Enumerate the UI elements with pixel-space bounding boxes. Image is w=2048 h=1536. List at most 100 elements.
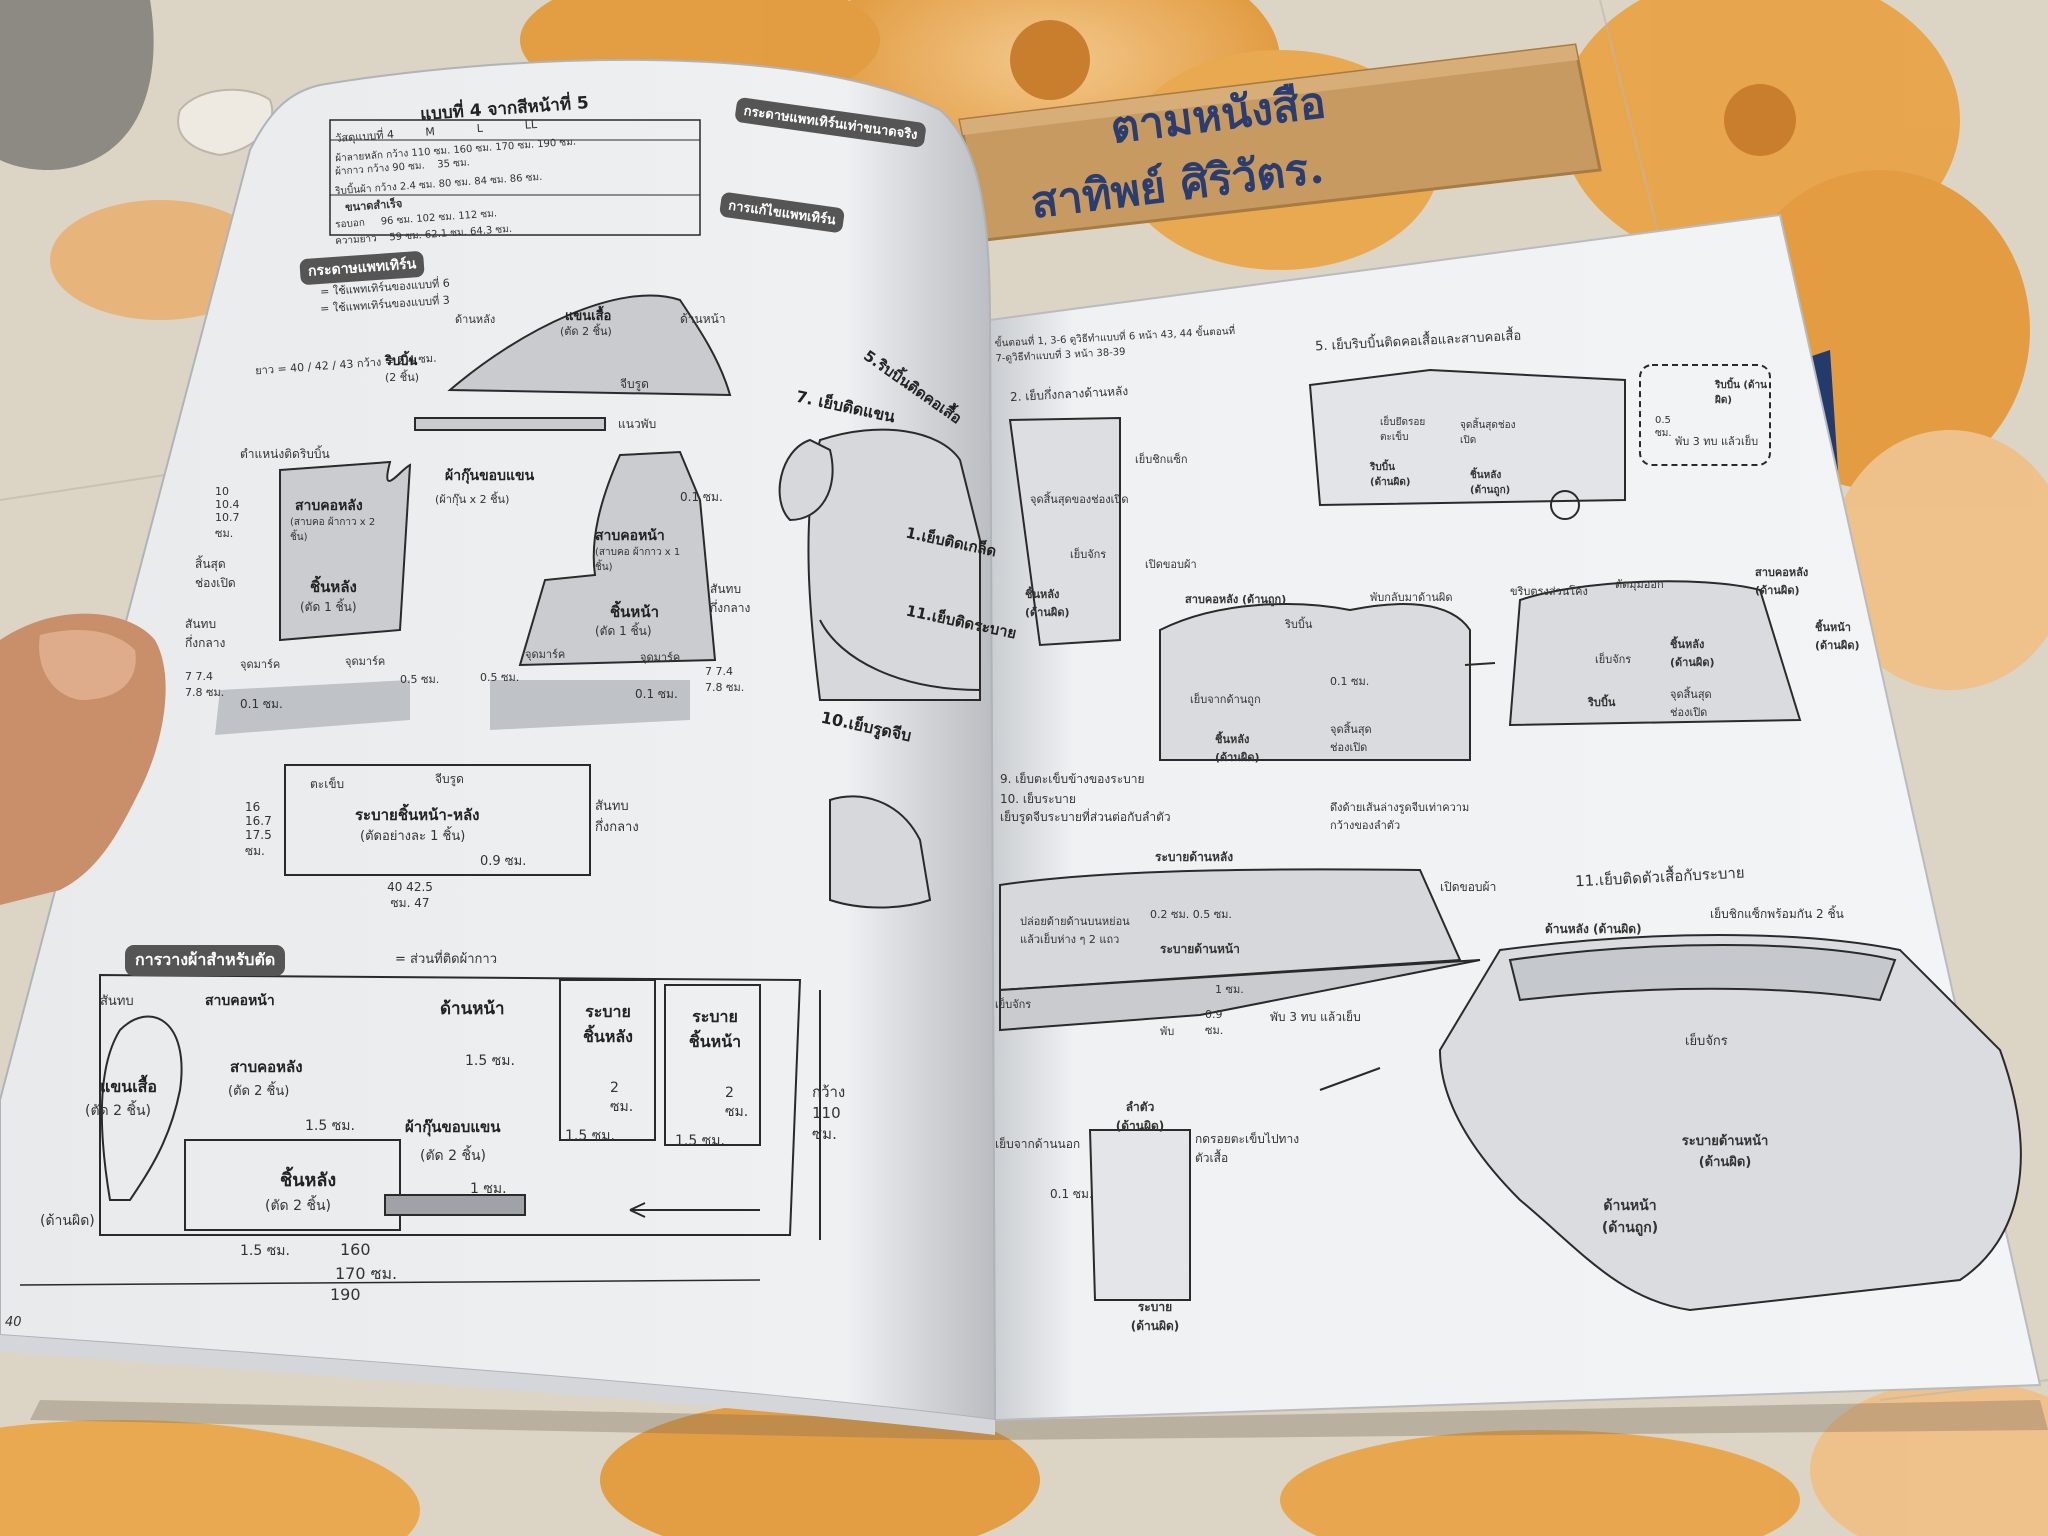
hand: [0, 613, 166, 905]
step-5-back: ชิ้นหลัง (ด้านถูก): [1470, 470, 1511, 496]
ribbon-position-label: ตำแหน่งติดริบบิ้น: [240, 447, 330, 461]
body-ruffle: ระบาย (ด้านผิด): [1130, 1300, 1180, 1333]
front-side-label: ด้านหน้า: [680, 312, 726, 326]
right-page-drawings: [999, 364, 2022, 1312]
ruffle-width: 40 42.5 ซม. 47: [387, 880, 433, 910]
back-dims-left: 10 10.4 10.7 ซม.: [215, 485, 240, 540]
front-neck-note: (สาบคอ ผ้ากาว x 1 ชิ้น): [595, 547, 681, 573]
neck-ribbon: ริบบิ้น: [1285, 618, 1313, 631]
left-page-drawings: [19, 119, 981, 1286]
center-fold-right: สันทบกึ่งกลาง: [710, 582, 751, 615]
ruffle-1cm: 1 ซม.: [1215, 983, 1244, 996]
neck-front-piece: ชิ้นหน้า (ด้านผิด): [1815, 621, 1860, 652]
ribbon-cut: (2 ชิ้น): [385, 371, 420, 384]
back-dims-bottom: 7 7.4 7.8 ซม.: [185, 670, 225, 699]
ruffle-09cm: 0.9 ซม.: [1205, 1008, 1224, 1037]
layout-front-side: ด้านหน้า: [440, 999, 505, 1019]
neck-cut-corner: ตัดมุมออก: [1615, 578, 1664, 591]
layout-legend: = ส่วนที่ติดผ้ากาว: [395, 952, 497, 967]
front-piece-label: ชิ้นหน้า: [610, 603, 659, 621]
step-2-machine: เย็บจักร: [1070, 548, 1107, 561]
layout-length-1: 160: [340, 1240, 371, 1259]
layout-length-2: 170 ซม.: [335, 1264, 398, 1283]
ruffle-center-fold: สันทบกึ่งกลาง: [595, 799, 639, 835]
dart-mark: จุดมาร์ค: [525, 648, 566, 661]
s11-zigzag: เย็บชิกแซ็กพร้อมกัน 2 ชิ้น: [1710, 907, 1844, 921]
sleeve-cut: (ตัด 2 ชิ้น): [560, 325, 612, 338]
ruffle-label: ระบายชิ้นหน้า-หลัง: [355, 806, 480, 824]
step-2-zigzag: เย็บชิกแซ็ก: [1135, 453, 1188, 466]
s11-front: ด้านหน้า (ด้านถูก): [1601, 1198, 1659, 1236]
ruffle-loose-thread: ปล่อยด้ายด้านบนหย่อน แล้วเย็บห่าง ๆ 2 แถ…: [1020, 915, 1130, 946]
neck-fold-back: พับกลับมาด้านผิด: [1370, 591, 1453, 604]
layout-wrong-side: (ด้านผิด): [40, 1213, 95, 1229]
ruffle-gathers: จีบรูด: [435, 772, 464, 786]
neck-back-piece-wrong: ชิ้นหลัง (ด้านผิด): [1670, 638, 1715, 669]
sleeve-label: แขนเสื้อ: [565, 309, 612, 324]
body-wrong-side: ลำตัว (ด้านผิด): [1115, 1100, 1165, 1133]
front-piece-cut: (ตัด 1 ชิ้น): [595, 624, 652, 638]
back-side-label: ด้านหลัง: [455, 313, 496, 326]
front-neck-facing: สาบคอหน้า: [595, 528, 665, 544]
step-5-end: จุดสิ้นสุดช่องเปิด: [1460, 420, 1516, 446]
ribbon-label: ริบบิ้น: [385, 354, 418, 369]
neck-back-facing-wrong: สาบคอหลัง (ด้านผิด): [1755, 566, 1809, 597]
layout-sleeve-cut: (ตัด 2 ชิ้น): [85, 1103, 151, 1119]
ruffle-front: ระบายด้านหน้า: [1160, 942, 1240, 956]
ruffle-step-gather: เย็บรูดจีบระบายที่ส่วนต่อกับลำตัว: [1000, 810, 1171, 824]
body-01: 0.1 ซม.: [1050, 1187, 1093, 1201]
layout-back-piece: ชิ้นหลัง: [280, 1170, 337, 1191]
ruffle-back: ระบายด้านหลัง: [1155, 850, 1234, 864]
page-number: 40: [5, 1315, 22, 1330]
layout-ruffle-front: ระบายชิ้นหน้า: [688, 1007, 742, 1051]
layout-back-neck-cut: (ตัด 2 ชิ้น): [228, 1084, 290, 1099]
neck-end-opening: จุดสิ้นสุดช่องเปิด: [1330, 723, 1372, 754]
back-neck-facing: สาบคอหลัง: [295, 498, 363, 514]
step-2-end-opening: จุดสิ้นสุดของช่องเปิด: [1030, 493, 1129, 506]
back-piece-cut: (ตัด 1 ชิ้น): [300, 600, 357, 614]
dart-mark: จุดมาร์ค: [240, 658, 281, 671]
s11-back: ด้านหลัง (ด้านผิด): [1545, 922, 1642, 936]
layout-seam-15: 1.5 ซม.: [240, 1243, 290, 1259]
layout-ruffle-back: ระบายชิ้นหลัง: [583, 1002, 633, 1046]
layout-length-3: 190: [330, 1285, 361, 1304]
fold-line-label: แนวพับ: [618, 417, 657, 431]
layout-front-neck: สาบคอหน้า: [205, 993, 275, 1009]
back-piece-label: ชิ้นหลัง: [310, 578, 357, 596]
s11-front-ruffle: ระบายด้านหน้า (ด้านผิด): [1681, 1134, 1769, 1170]
ruffle-machine: เย็บจักร: [995, 998, 1032, 1011]
ruffle-cut: (ตัดอย่างละ 1 ชิ้น): [360, 829, 466, 844]
layout-fold: สันทบ: [100, 994, 134, 1009]
layout-armhole: ผ้ากุ๊นขอบแขน: [405, 1118, 501, 1136]
step-2-back: ชิ้นหลัง (ด้านผิด): [1025, 588, 1070, 619]
ruffle-step-9: 9. เย็บตะเข็บข้างของระบาย: [1000, 772, 1145, 786]
s11-machine: เย็บจักร: [1685, 1034, 1728, 1049]
layout-fabric-width: กว้าง 110 ซม.: [812, 1083, 846, 1143]
step-5-fold: พับ 3 ทบ แล้วเย็บ: [1675, 435, 1759, 448]
layout-seam-2: 2 ซม.: [610, 1080, 634, 1115]
dart-mark: จุดมาร์ค: [345, 655, 386, 668]
neck-back-piece: ชิ้นหลัง (ด้านผิด): [1215, 733, 1260, 764]
layout-armhole-cut: (ตัด 2 ชิ้น): [420, 1148, 486, 1164]
ruffle-step-10: 10. เย็บระบาย: [1000, 792, 1076, 806]
seam-01: 0.1 ซม.: [635, 687, 678, 701]
layout-back-piece-cut: (ตัด 2 ชิ้น): [265, 1198, 331, 1214]
step-5-ribbon-inset: ริบบิ้น (ด้านผิด): [1715, 380, 1767, 406]
ruffle-tack: ตะเข็บ: [310, 777, 345, 791]
ruffle-triple-fold: พับ 3 ทบ แล้วเย็บ: [1270, 1010, 1361, 1024]
back-neck-note: (สาบคอ ผ้ากาว x 2 ชิ้น): [290, 517, 376, 543]
ruffle-09: 0.9 ซม.: [480, 854, 527, 869]
layout-seam-15: 1.5 ซม.: [465, 1053, 515, 1069]
step-5-05: 0.5 ซม.: [1655, 415, 1672, 439]
seam-05: 0.5 ซม.: [400, 673, 440, 686]
layout-seam-2: 2 ซม.: [725, 1085, 749, 1120]
layout-back-neck: สาบคอหลัง: [230, 1058, 303, 1076]
seam-01: 0.1 ซม.: [240, 697, 283, 711]
layout-seam-15: 1.5 ซม.: [675, 1133, 725, 1149]
towel: [0, 0, 154, 170]
step-2-open-edge: เปิดขอบผ้า: [1145, 558, 1197, 571]
layout-seam-15: 1.5 ซม.: [565, 1128, 615, 1144]
gathers-label: จีบรูด: [620, 377, 649, 391]
